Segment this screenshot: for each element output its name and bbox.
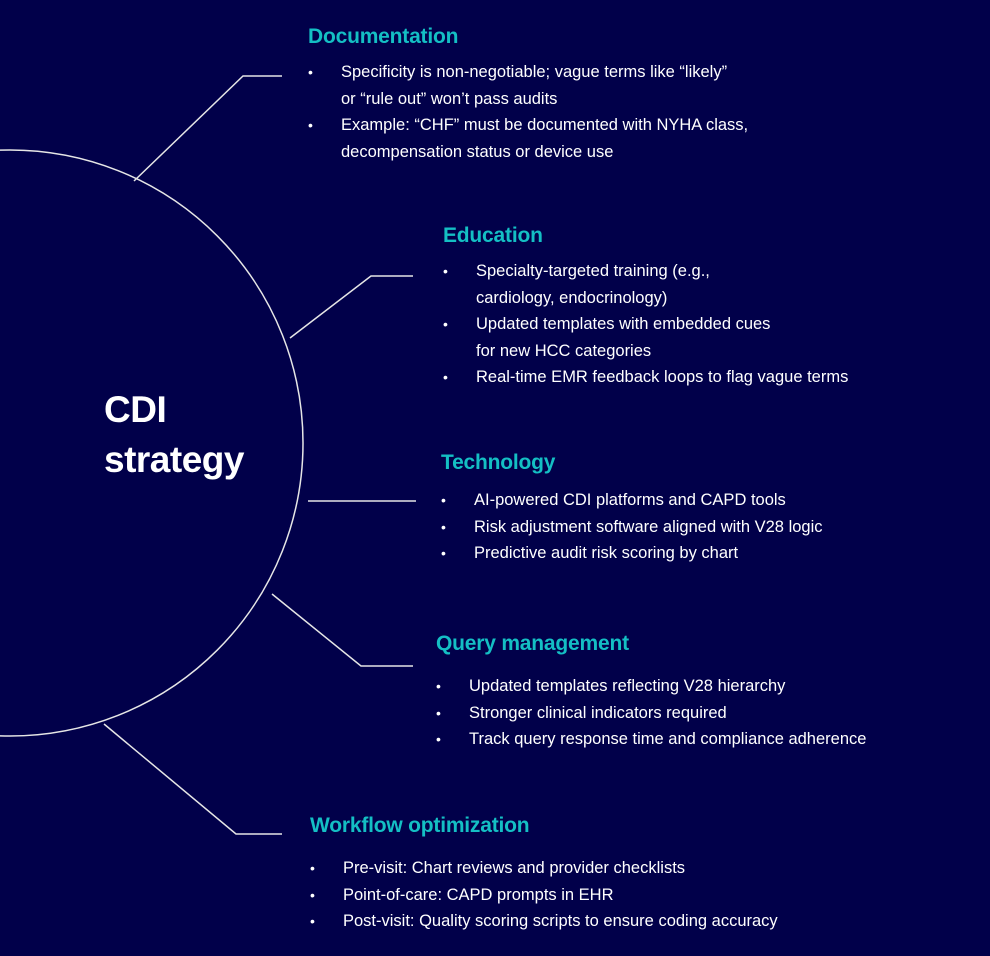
bullet-text-line: Risk adjustment software aligned with V2… <box>474 517 823 536</box>
bullet-text-line: cardiology, endocrinology) <box>476 288 668 307</box>
bullet-text-line: Track query response time and compliance… <box>469 730 867 748</box>
bullet-item: • Updated templates with embedded cues for… <box>443 311 848 364</box>
section-workflow-optimization: Workflow optimization • Pre-visit: Chart r… <box>310 813 778 935</box>
bullet-item: • Specialty-targeted training (e.g., cardi… <box>443 258 848 311</box>
connector-workflow-optimization <box>103 723 282 835</box>
bullet-text-line: Real-time EMR feedback loops to flag vag… <box>476 368 849 386</box>
center-title-line-2: strategy <box>104 439 244 480</box>
bullet-icon: • <box>441 518 446 535</box>
bullet-icon: • <box>308 64 313 80</box>
bullet-item: • Specificity is non-negotiable; vague te… <box>308 59 748 112</box>
bullet-item: • Point-of-care: CAPD prompts in EHR <box>310 882 778 909</box>
bullet-item: • Real-time EMR feedback loops to flag va… <box>443 364 848 391</box>
bullet-icon: • <box>310 886 315 903</box>
bullet-text-line: Example: “CHF” must be documented with N… <box>341 116 749 134</box>
bullet-text-line: Stronger clinical indicators required <box>469 703 727 722</box>
section-heading: Workflow optimization <box>310 814 530 837</box>
section-heading: Technology <box>441 451 556 474</box>
section-education: Education • Specialty-targeted training (e… <box>443 223 848 391</box>
bullet-item: • AI-powered CDI platforms and CAPD tools <box>441 487 823 514</box>
section-technology: Technology • AI-powered CDI platforms and … <box>441 450 823 567</box>
bullet-list: • Specificity is non-negotiable; vague te… <box>308 59 748 165</box>
bullet-list: • Updated templates reflecting V28 hierar… <box>436 673 866 753</box>
bullet-icon: • <box>436 704 441 721</box>
center-title-line-1: CDI <box>104 389 167 430</box>
bullet-text-line: Specialty-targeted training (e.g., <box>476 262 710 280</box>
bullet-item: • Pre-visit: Chart reviews and provider c… <box>310 855 778 882</box>
bullet-icon: • <box>308 117 313 133</box>
bullet-list: • AI-powered CDI platforms and CAPD tools… <box>441 487 823 567</box>
section-documentation: Documentation • Specificity is non-negotia… <box>308 24 748 165</box>
bullet-icon: • <box>310 860 315 876</box>
bullet-item: • Track query response time and complianc… <box>436 726 866 753</box>
section-heading: Education <box>443 224 543 247</box>
bullet-icon: • <box>443 316 448 332</box>
bullet-text-line: Updated templates with embedded cues <box>476 315 771 333</box>
bullet-list: • Pre-visit: Chart reviews and provider c… <box>310 855 778 935</box>
bullet-text-line: Updated templates reflecting V28 hierarc… <box>469 677 786 695</box>
bullet-text-line: Predictive audit risk scoring by chart <box>474 544 739 562</box>
bullet-text-line: Post-visit: Quality scoring scripts to e… <box>343 912 778 930</box>
bullet-icon: • <box>443 263 448 279</box>
bullet-text-line: Point-of-care: CAPD prompts in EHR <box>343 885 614 904</box>
bullet-icon: • <box>436 731 441 747</box>
bullet-icon: • <box>441 492 446 508</box>
bullet-item: • Stronger clinical indicators required <box>436 700 866 727</box>
bullet-item: • Example: “CHF” must be documented with … <box>308 112 748 165</box>
center-title: CDI strategy <box>104 385 244 485</box>
bullet-text-line: for new HCC categories <box>476 341 652 360</box>
bullet-icon: • <box>310 913 315 929</box>
bullet-text-line: decompensation status or device use <box>341 142 614 161</box>
bullet-item: • Post-visit: Quality scoring scripts to … <box>310 908 778 935</box>
bullet-icon: • <box>441 545 446 561</box>
bullet-icon: • <box>436 678 441 694</box>
bullet-icon: • <box>443 369 448 385</box>
connector-documentation <box>133 75 282 182</box>
bullet-text-line: Pre-visit: Chart reviews and provider ch… <box>343 859 686 877</box>
section-query-management: Query management • Updated templates refle… <box>436 631 866 753</box>
bullet-item: • Updated templates reflecting V28 hierar… <box>436 673 866 700</box>
bullet-list: • Specialty-targeted training (e.g., cardi… <box>443 258 848 391</box>
bullet-item: • Predictive audit risk scoring by chart <box>441 540 823 567</box>
bullet-text-line: AI-powered CDI platforms and CAPD tools <box>474 491 786 509</box>
connector-query-management <box>271 593 413 667</box>
section-heading: Query management <box>436 632 629 655</box>
bullet-item: • Risk adjustment software aligned with V… <box>441 514 823 541</box>
section-heading: Documentation <box>308 25 459 48</box>
bullet-text-line: or “rule out” won’t pass audits <box>341 89 558 108</box>
cdi-strategy-circle <box>0 149 304 737</box>
bullet-text-line: Specificity is non-negotiable; vague ter… <box>341 63 728 81</box>
connector-education <box>289 275 413 339</box>
